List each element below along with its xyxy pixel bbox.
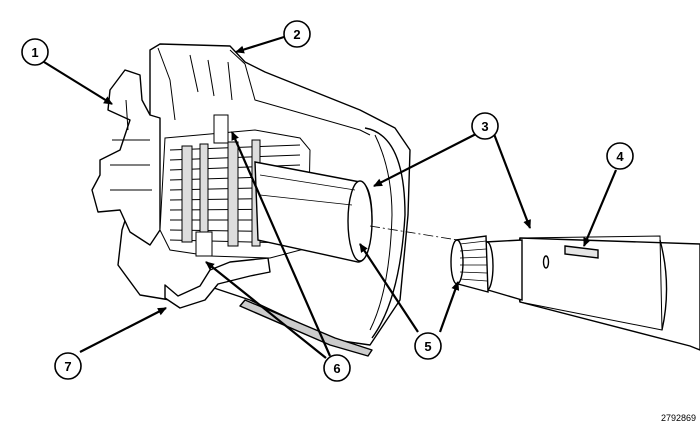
leader-6a	[230, 131, 332, 357]
svg-text:4: 4	[616, 149, 624, 164]
drum-outer-rim	[364, 127, 406, 339]
callout-5: 5	[414, 332, 442, 360]
svg-text:7: 7	[64, 359, 71, 374]
output-shaft-assembly	[450, 235, 700, 351]
callout-3: 3	[471, 112, 499, 140]
hub-inner-lines	[110, 99, 152, 191]
woodruff-key	[564, 245, 599, 259]
svg-text:2: 2	[293, 27, 300, 42]
leader-3a	[373, 133, 477, 187]
svg-text:1: 1	[31, 45, 38, 60]
leader-6b	[205, 261, 327, 359]
shaft-body	[519, 237, 700, 351]
leader-3b	[492, 133, 532, 229]
callout-1: 1	[21, 38, 49, 66]
snap-ring-upper	[213, 114, 229, 144]
callout-2: 2	[283, 20, 311, 48]
housing-top-shoulder	[229, 49, 371, 136]
svg-text:6: 6	[333, 361, 340, 376]
callout-7: 7	[54, 352, 82, 380]
figure-code: 2792869	[660, 413, 696, 423]
callout-6: 6	[323, 354, 351, 382]
leader-lines	[43, 35, 618, 359]
svg-text:3: 3	[481, 119, 488, 134]
leader-4	[582, 169, 618, 247]
snap-ring-lower	[195, 231, 213, 257]
input-shaft	[254, 161, 373, 263]
svg-text:5: 5	[424, 339, 431, 354]
shaft-slot	[542, 255, 550, 269]
housing-lip	[239, 299, 373, 357]
callout-4: 4	[606, 142, 634, 170]
left-hub	[91, 69, 161, 246]
leader-5b	[438, 281, 460, 333]
housing-top-wall	[157, 47, 233, 121]
leader-2	[235, 35, 285, 54]
leader-7	[79, 307, 167, 353]
spline-teeth	[459, 240, 488, 282]
shaft-collar	[519, 235, 663, 331]
drum-inner-rim	[369, 134, 393, 331]
housing-foot	[164, 257, 271, 309]
center-line	[369, 225, 471, 243]
leader-5a	[359, 243, 419, 333]
leader-1	[43, 61, 113, 105]
